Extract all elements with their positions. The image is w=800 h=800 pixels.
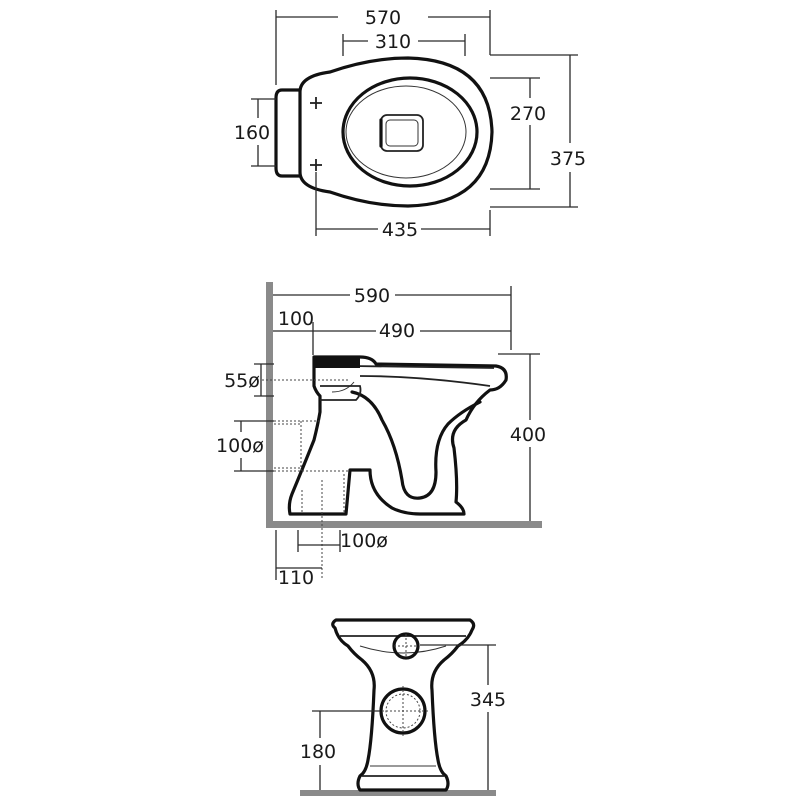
dim-length-with-wall: 590: [354, 285, 390, 307]
wall: [266, 282, 273, 528]
dim-floor-outlet-distance: 110: [278, 567, 314, 589]
fixing-hole-bottom-icon: [310, 159, 322, 171]
bowl-rim: [341, 76, 479, 188]
dim-bowl-width: 270: [510, 103, 546, 125]
dim-wall-gap: 100: [278, 308, 314, 330]
rear-flange: [274, 88, 302, 178]
seat-outline: [298, 56, 494, 208]
toilet-body-profile: [287, 355, 508, 516]
side-view: 590 100 490 400: [216, 282, 546, 589]
seat-line: [351, 365, 495, 369]
outlet-circle: [379, 687, 427, 735]
outlet-pipe-horizontal: [274, 420, 350, 472]
dim-height: 400: [510, 424, 546, 446]
trap-curve: [350, 390, 482, 500]
dim-fixing-distance: 160: [234, 122, 270, 144]
dim-outlet-horizontal: 100ø: [216, 435, 264, 457]
dim-fixing-to-front: 435: [382, 219, 418, 241]
front-floor: [300, 790, 496, 796]
bowl-inner: [345, 85, 467, 179]
front-body-outline: [331, 618, 476, 792]
dim-bowl-length: 490: [379, 320, 415, 342]
dim-overall-width: 375: [550, 148, 586, 170]
dim-seat-width: 310: [375, 31, 411, 53]
dim-overall-length: 570: [365, 7, 401, 29]
dim-outlet-height: 345: [470, 689, 506, 711]
floor: [266, 521, 542, 528]
front-view: 345 180: [300, 618, 506, 796]
dim-floor-outlet-height: 180: [300, 741, 336, 763]
fixing-hole-top-icon: [310, 97, 322, 109]
top-view: 570 310 160: [234, 7, 586, 241]
outlet-pipe-vertical: [301, 474, 345, 580]
dim-inlet-diameter: 55ø: [224, 370, 260, 392]
dim-outlet-vertical: 100ø: [340, 530, 388, 552]
